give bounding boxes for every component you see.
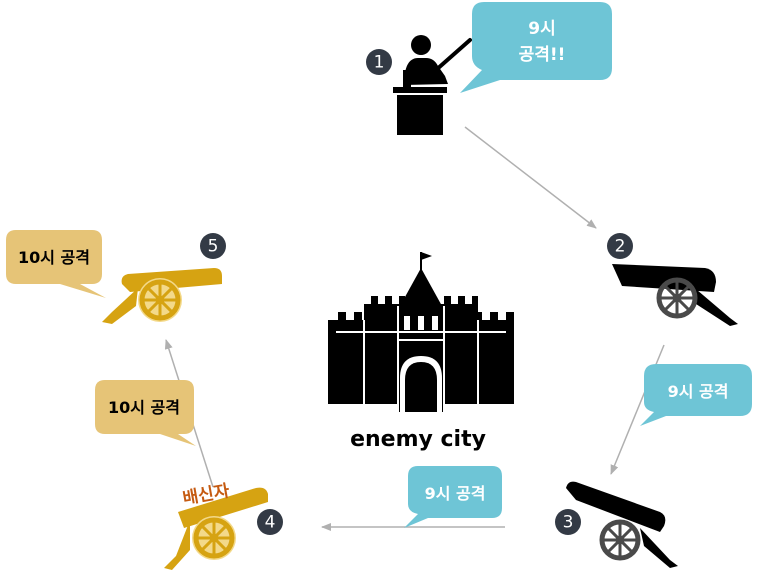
svg-text:5: 5: [208, 237, 219, 257]
svg-text:4: 4: [265, 513, 276, 533]
node-number-badge: 4: [257, 509, 283, 535]
node-2: 2 9시 공격: [607, 233, 752, 426]
commander-speech-bubble: 9시 공격!!: [460, 2, 612, 93]
commander-node: 1 9시 공격!!: [366, 2, 612, 135]
cannon-icon: [612, 264, 738, 326]
svg-text:9시: 9시: [528, 19, 555, 39]
cannon-icon: [102, 268, 222, 324]
arrow-1-to-2: [464, 126, 597, 229]
castle-icon: [328, 252, 514, 412]
svg-text:10시 공격: 10시 공격: [108, 398, 180, 417]
svg-text:2: 2: [615, 237, 626, 257]
node-2-speech-bubble: 9시 공격: [640, 364, 752, 426]
presenter-at-podium-icon: [393, 35, 472, 135]
svg-text:9시 공격: 9시 공격: [668, 382, 729, 401]
node-number-badge: 3: [555, 509, 581, 535]
cannon-icon: [164, 487, 268, 570]
node-3: 3 9시 공격: [404, 466, 678, 568]
node-5-speech-bubble: 10시 공격: [6, 230, 106, 298]
node-number-badge: 1: [366, 49, 392, 75]
svg-text:9시 공격: 9시 공격: [425, 484, 486, 503]
enemy-city-label: enemy city: [350, 427, 486, 452]
node-number-badge: 5: [200, 233, 226, 259]
node-4: 배신자 4 10시 공격: [95, 380, 283, 570]
cannon-icon: [566, 481, 678, 568]
node-number-badge: 2: [607, 233, 633, 259]
node-3-speech-bubble: 9시 공격: [404, 466, 502, 528]
enemy-city: enemy city: [328, 252, 514, 452]
svg-text:공격!!: 공격!!: [519, 45, 566, 65]
node-5: 5 10시 공격: [6, 230, 226, 324]
svg-text:10시 공격: 10시 공격: [18, 248, 90, 267]
node-4-speech-bubble: 10시 공격: [95, 380, 196, 446]
svg-text:3: 3: [563, 513, 574, 533]
svg-text:1: 1: [374, 53, 385, 73]
